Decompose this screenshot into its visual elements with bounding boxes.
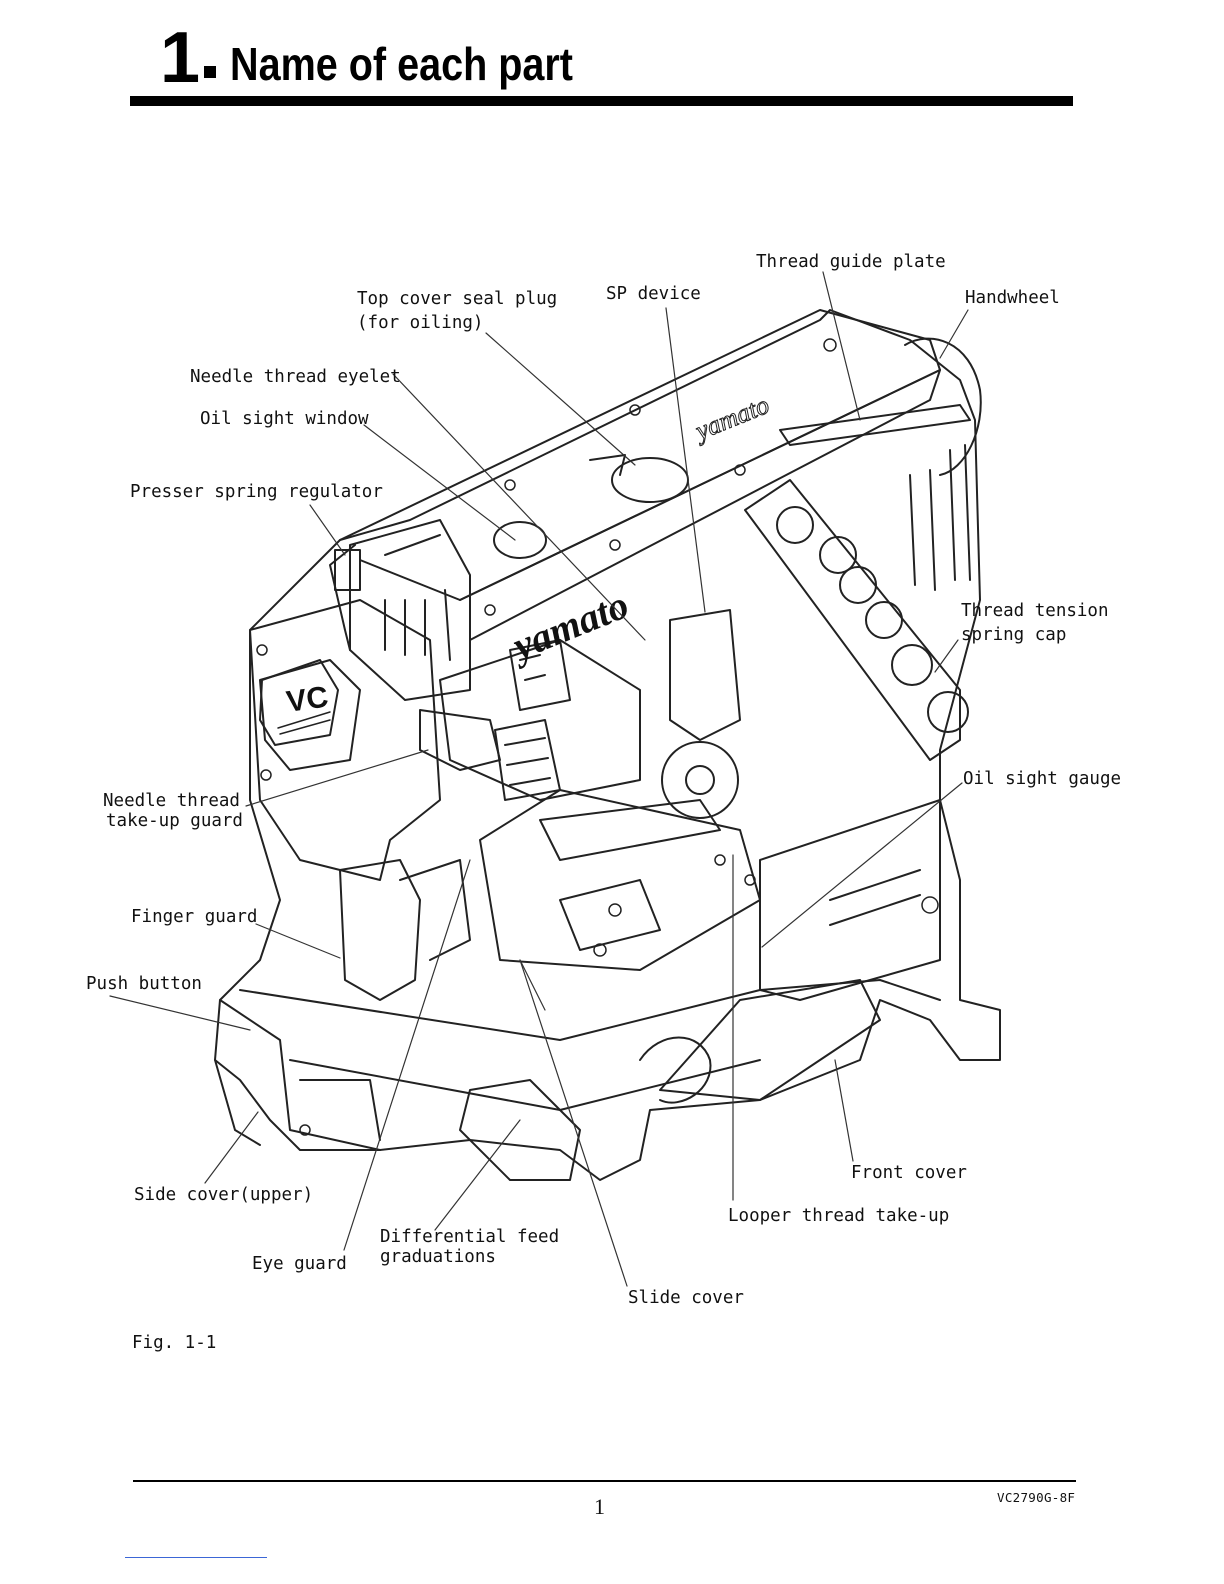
thread-tension-knobs — [776, 444, 971, 733]
leader-differential-feed — [434, 1119, 521, 1231]
leader-oil-sight-gauge — [761, 782, 963, 948]
label-top-cover-seal-plug-note: (for oiling) — [357, 313, 484, 333]
label-looper-thread-take-up: Looper thread take-up — [728, 1206, 950, 1226]
label-differential-feed-graduations: Differential feed — [380, 1227, 560, 1247]
label-thread-tension-spring-cap: Thread tension — [961, 601, 1109, 621]
label-presser-spring-regulator: Presser spring regulator — [130, 482, 383, 502]
leader-needle-thread-eyelet — [392, 373, 646, 641]
top-cover-details — [329, 404, 971, 819]
label-push-button: Push button — [86, 974, 202, 994]
leader-slide-cover — [519, 959, 628, 1287]
leader-handwheel — [939, 309, 969, 359]
section-title: Name of each part — [230, 38, 573, 90]
vc-emblem-text: VC — [284, 680, 330, 718]
leader-sp-device — [665, 307, 706, 613]
heading-rule — [130, 96, 1073, 106]
label-differential-feed-graduations-line2: graduations — [380, 1247, 496, 1267]
leader-needle-thread-take-up-guard — [245, 749, 429, 807]
label-oil-sight-gauge: Oil sight gauge — [963, 769, 1122, 789]
label-eye-guard: Eye guard — [252, 1254, 347, 1274]
leader-top-cover-seal-plug — [485, 332, 636, 466]
screw-holes — [256, 338, 939, 1136]
footer-rule — [133, 1480, 1076, 1482]
label-handwheel: Handwheel — [965, 288, 1060, 308]
label-top-cover-seal-plug: Top cover seal plug — [357, 289, 558, 309]
label-sp-device: SP device — [606, 284, 701, 304]
leader-front-cover — [834, 1059, 854, 1162]
figure-caption: Fig. 1-1 — [132, 1333, 217, 1353]
label-needle-thread-take-up-guard-line2: take-up guard — [106, 811, 243, 831]
page-number: 1 — [594, 1494, 605, 1519]
label-side-cover-upper: Side cover(upper) — [134, 1185, 314, 1205]
leader-lines — [109, 271, 969, 1287]
label-thread-tension-spring-cap-line2: spring cap — [961, 625, 1067, 645]
leader-thread-tension-spring-cap — [934, 639, 959, 673]
leader-side-cover-upper — [204, 1111, 259, 1184]
leader-oil-sight-window — [363, 424, 516, 541]
label-needle-thread-eyelet: Needle thread eyelet — [190, 367, 401, 387]
label-front-cover: Front cover — [851, 1163, 967, 1183]
label-needle-thread-take-up-guard: Needle thread — [103, 791, 240, 811]
section-number-dot — [204, 66, 216, 78]
section-number: 1 — [160, 18, 201, 98]
leader-slide-cover-tail — [519, 959, 546, 1011]
label-slide-cover: Slide cover — [628, 1288, 744, 1308]
leader-finger-guard — [255, 923, 341, 959]
footer-link-underline — [125, 1557, 267, 1558]
label-oil-sight-window: Oil sight window — [200, 409, 369, 429]
leader-thread-guide-plate — [822, 271, 861, 421]
label-finger-guard: Finger guard — [131, 907, 258, 927]
document-code: VC2790G-8F — [997, 1490, 1076, 1505]
machine-body — [214, 309, 1001, 1181]
leader-eye-guard — [343, 859, 471, 1251]
needle-area — [339, 709, 721, 1001]
leader-push-button — [109, 995, 251, 1031]
brand-lettering: yamato — [503, 582, 635, 670]
brand-lettering-top: yamato — [689, 390, 774, 447]
vc-emblem: VC — [259, 659, 339, 746]
label-thread-guide-plate: Thread guide plate — [756, 252, 946, 272]
leader-presser-spring-regulator — [309, 504, 346, 556]
